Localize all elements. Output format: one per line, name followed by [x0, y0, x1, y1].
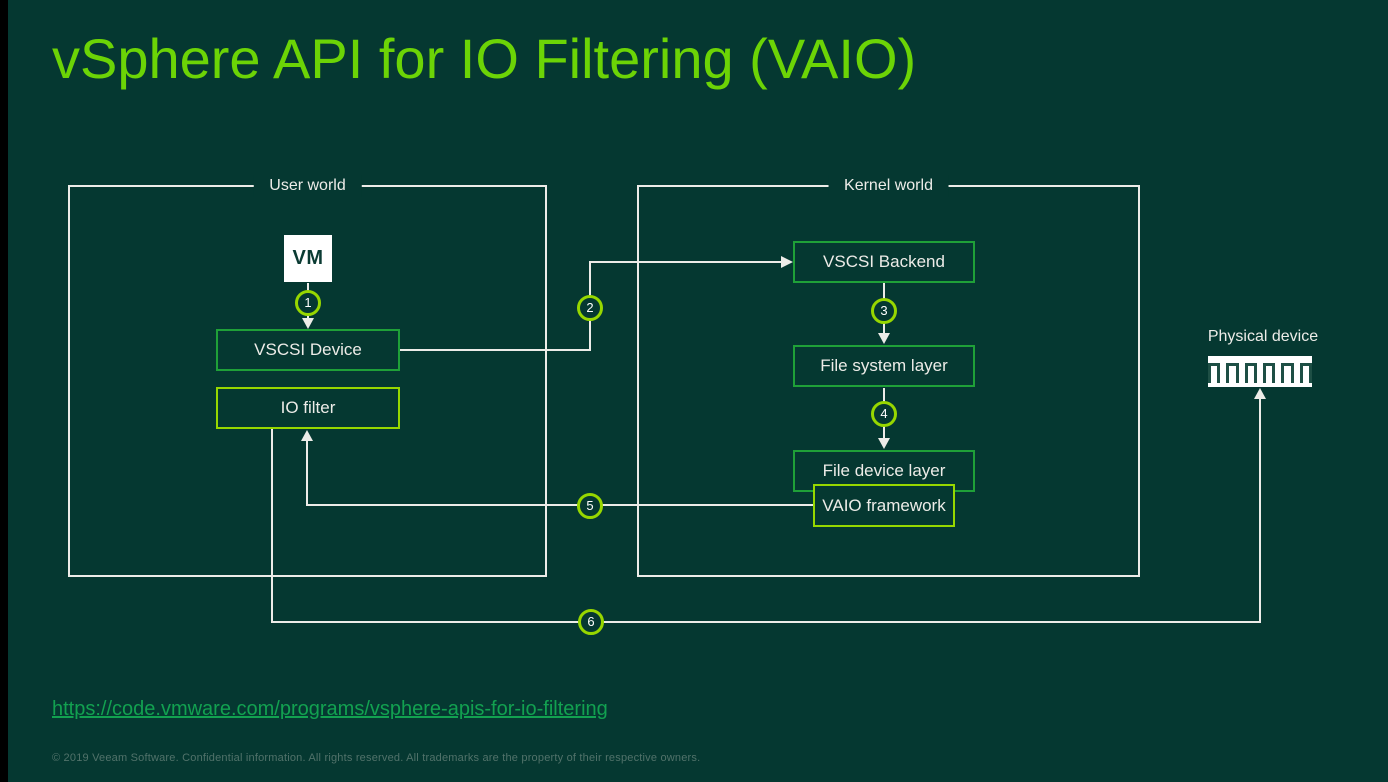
device-slot-icon — [1226, 362, 1239, 383]
physical-device-icon — [1208, 356, 1312, 387]
step-badge-2: 2 — [577, 295, 603, 321]
user-world-group: User world — [68, 175, 547, 577]
step-badge-4: 4 — [871, 401, 897, 427]
arrowhead-up-6-icon — [1254, 388, 1266, 399]
node-io-filter: IO filter — [216, 387, 400, 429]
device-slot-icon — [1299, 362, 1312, 383]
step-badge-1: 1 — [295, 290, 321, 316]
arrowhead-down-3-icon — [878, 333, 890, 344]
user-world-label: User world — [253, 175, 362, 197]
kernel-world-group: Kernel world — [637, 175, 1140, 577]
device-slot-icon — [1208, 362, 1221, 383]
step-badge-6: 6 — [578, 609, 604, 635]
node-file-system-layer: File system layer — [793, 345, 975, 387]
device-slot-icon — [1244, 362, 1257, 383]
step-badge-3: 3 — [871, 298, 897, 324]
physical-device-label: Physical device — [1207, 328, 1319, 345]
footer-copyright: © 2019 Veeam Software. Confidential info… — [52, 752, 701, 764]
arrow-vaio-to-io-filter — [306, 440, 813, 506]
left-edge-strip — [0, 0, 8, 782]
arrowhead-right-2-icon — [781, 256, 793, 268]
page-title: vSphere API for IO Filtering (VAIO) — [52, 27, 917, 90]
vm-box: VM — [284, 235, 332, 282]
node-vscsi-device: VSCSI Device — [216, 329, 400, 371]
arrowhead-down-4-icon — [878, 438, 890, 449]
arrowhead-up-5-icon — [301, 430, 313, 441]
arrow-io-filter-to-physical-device — [271, 398, 1261, 623]
node-vscsi-backend: VSCSI Backend — [793, 241, 975, 283]
step-badge-5: 5 — [577, 493, 603, 519]
node-vaio-framework: VAIO framework — [813, 484, 955, 527]
vaio-program-link[interactable]: https://code.vmware.com/programs/vsphere… — [52, 698, 608, 720]
kernel-world-label: Kernel world — [828, 175, 949, 197]
device-slot-icon — [1263, 362, 1276, 383]
arrowhead-down-1-icon — [302, 318, 314, 329]
device-slot-icon — [1281, 362, 1294, 383]
